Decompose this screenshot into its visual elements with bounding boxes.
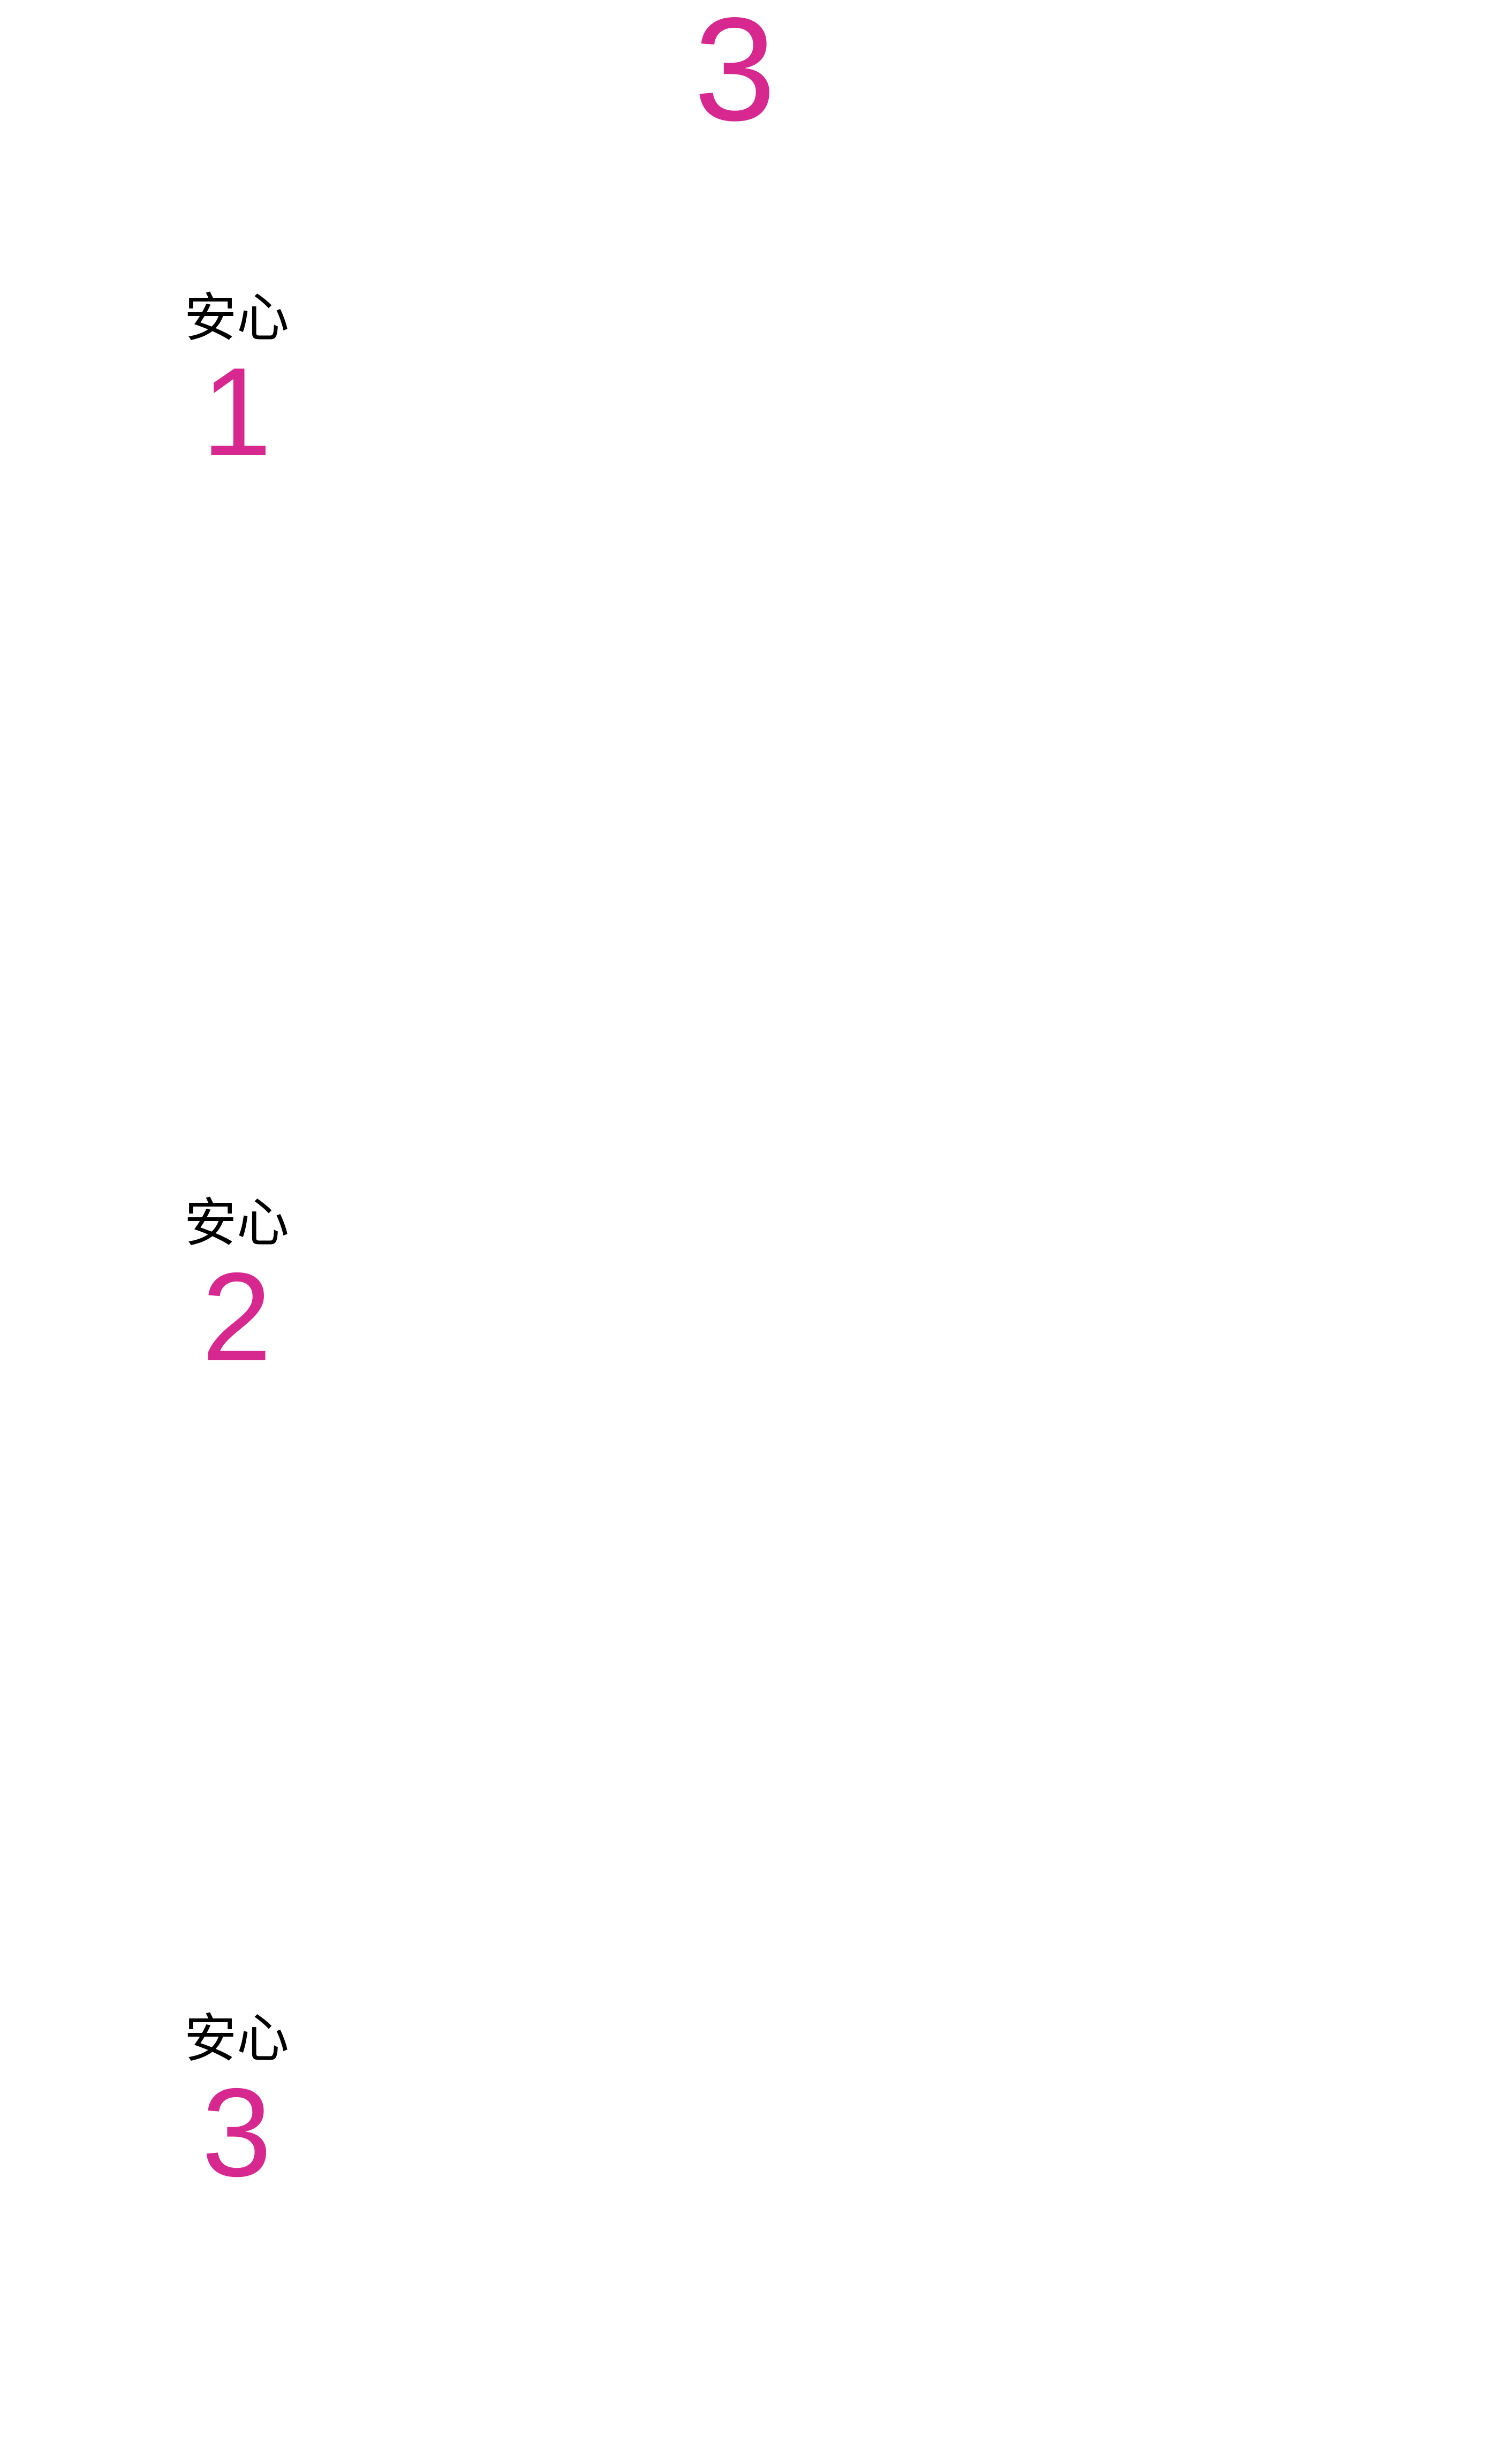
list-item: 安心 3 bbox=[177, 2013, 297, 2195]
item-label: 安心 bbox=[184, 2008, 289, 2069]
list-item: 安心 2 bbox=[177, 1197, 297, 1380]
item-label: 安心 bbox=[184, 288, 289, 349]
header-number: 3 bbox=[694, 0, 776, 152]
item-number: 1 bbox=[201, 341, 272, 482]
item-label: 安心 bbox=[184, 1193, 289, 1254]
item-number: 3 bbox=[201, 2062, 272, 2203]
item-number: 2 bbox=[201, 1246, 272, 1387]
list-item: 安心 1 bbox=[177, 292, 297, 474]
